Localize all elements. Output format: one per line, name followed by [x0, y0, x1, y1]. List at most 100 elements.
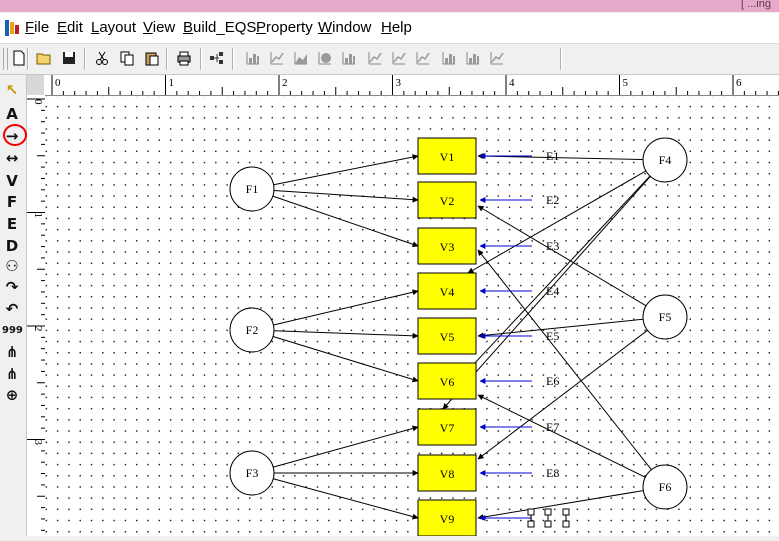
variable-V1[interactable]: V1 — [417, 137, 477, 175]
toolbar-separator — [27, 48, 29, 70]
factor-F2[interactable]: F2 — [229, 307, 275, 353]
path-F4-V6[interactable] — [457, 175, 651, 382]
path-F5-V8[interactable] — [477, 329, 648, 460]
error-label-E6[interactable]: E6 — [546, 374, 559, 388]
variable-V5[interactable]: V5 — [417, 317, 477, 355]
variable-V6[interactable]: V6 — [417, 362, 477, 400]
path-F2-V4[interactable] — [273, 289, 419, 326]
cut-icon — [96, 51, 108, 65]
save-button[interactable] — [60, 49, 78, 67]
path-F4-V1[interactable] — [477, 153, 644, 161]
path-F1-V3[interactable] — [272, 195, 419, 248]
path-F6-V3[interactable] — [477, 249, 652, 471]
curve-clockwise-tool[interactable]: ↷ — [5, 278, 19, 296]
menu-build-eqs[interactable]: Build_EQS — [183, 19, 257, 36]
menu-help[interactable]: Help — [381, 19, 412, 36]
error-label-E8[interactable]: E8 — [546, 466, 559, 480]
boxplot-button[interactable] — [488, 49, 506, 67]
path-F2-V5[interactable] — [273, 330, 419, 339]
print-button[interactable] — [175, 49, 193, 67]
boxplot-icon — [490, 52, 504, 65]
e-error-tool[interactable]: E — [6, 215, 18, 233]
path-F3-V7[interactable] — [273, 425, 419, 468]
menu-window[interactable]: Window — [318, 19, 372, 36]
pie-chart-button[interactable] — [316, 49, 334, 67]
scatter-button[interactable] — [268, 49, 286, 67]
open-folder-button[interactable] — [35, 49, 53, 67]
f-factor-tool[interactable]: F — [6, 193, 18, 211]
paste-button[interactable] — [143, 49, 161, 67]
error-label-E2[interactable]: E2 — [546, 193, 559, 207]
h-ruler-label: 2 — [282, 77, 288, 89]
factor-F6[interactable]: F6 — [642, 464, 688, 510]
d-disturbance-tool[interactable]: D — [5, 237, 19, 255]
path-F2-V6[interactable] — [272, 335, 419, 383]
factor-label: F4 — [659, 153, 672, 167]
3d-chart-button[interactable] — [440, 49, 458, 67]
menu-file[interactable]: File — [25, 19, 50, 36]
factor-F4[interactable]: F4 — [642, 137, 688, 183]
error-label-E3[interactable]: E3 — [546, 239, 559, 253]
3d-chart-icon — [442, 52, 455, 65]
print-icon — [177, 51, 191, 66]
variable-V4[interactable]: V4 — [417, 272, 477, 310]
path-F6-V9[interactable] — [477, 490, 644, 521]
v-variable-tool[interactable]: V — [6, 172, 18, 190]
value-tool[interactable]: 999 — [2, 325, 23, 336]
factor-F3[interactable]: F3 — [229, 450, 275, 496]
group-tool[interactable]: ⚇ — [5, 257, 19, 275]
path-F3-V9[interactable] — [273, 478, 419, 520]
path-F4-V7[interactable] — [442, 176, 651, 410]
menu-view[interactable]: View — [143, 19, 176, 36]
error-label-E5[interactable]: E5 — [546, 329, 559, 343]
diagram-button[interactable] — [208, 49, 226, 67]
crosshair-tool[interactable]: ⊕ — [5, 386, 19, 404]
error-label-E7[interactable]: E7 — [546, 420, 559, 434]
variable-V9[interactable]: V9 — [417, 499, 477, 537]
variable-V7[interactable]: V7 — [417, 408, 477, 446]
path-F1-V1[interactable] — [273, 154, 419, 186]
line-chart-2-button[interactable] — [390, 49, 408, 67]
line-chart-3-button[interactable] — [414, 49, 432, 67]
pie-chart-icon — [318, 52, 331, 65]
path-F1-V2[interactable] — [273, 189, 419, 203]
bar-chart-button[interactable] — [340, 49, 358, 67]
variable-V3[interactable]: V3 — [417, 227, 477, 265]
factor-F5[interactable]: F5 — [642, 294, 688, 340]
selection-handle[interactable] — [562, 508, 570, 528]
variable-V8[interactable]: V8 — [417, 454, 477, 492]
variable-label: V2 — [440, 194, 455, 208]
cut-button[interactable] — [93, 49, 111, 67]
stacked-chart-button[interactable] — [464, 49, 482, 67]
path-F5-V5[interactable] — [477, 318, 644, 339]
tree-tool[interactable]: ⋔ — [5, 343, 19, 361]
selection-handle[interactable] — [544, 508, 552, 528]
copy-button[interactable] — [118, 49, 136, 67]
path-F6-V6[interactable] — [477, 394, 646, 478]
line-chart-button[interactable] — [366, 49, 384, 67]
menu-layout[interactable]: Layout — [91, 19, 137, 36]
text-tool[interactable]: A — [6, 105, 18, 123]
two-way-arrow-tool[interactable]: ↔ — [5, 149, 19, 167]
path-F5-V2[interactable] — [477, 205, 647, 307]
histogram-button[interactable] — [244, 49, 262, 67]
menu-property[interactable]: Property — [256, 19, 313, 36]
error-label-E4[interactable]: E4 — [546, 284, 559, 298]
error-label-E1[interactable]: E1 — [546, 149, 559, 163]
pointer-tool[interactable]: ↖ — [5, 81, 19, 99]
selection-handle[interactable] — [527, 508, 535, 528]
menu-edit[interactable]: Edit — [57, 19, 83, 36]
path-F4-V4[interactable] — [467, 170, 647, 274]
factor-F1[interactable]: F1 — [229, 166, 275, 212]
curve-counter-tool[interactable]: ↶ — [5, 300, 19, 318]
h-ruler-label: 0 — [55, 77, 61, 89]
new-file-button[interactable] — [10, 49, 28, 67]
toolbar-separator — [232, 48, 234, 70]
variable-V2[interactable]: V2 — [417, 181, 477, 219]
tree-2-tool[interactable]: ⋔ — [5, 365, 19, 383]
factor-label: F6 — [659, 480, 672, 494]
toolbar-grip[interactable] — [3, 48, 8, 70]
area-chart-button[interactable] — [292, 49, 310, 67]
